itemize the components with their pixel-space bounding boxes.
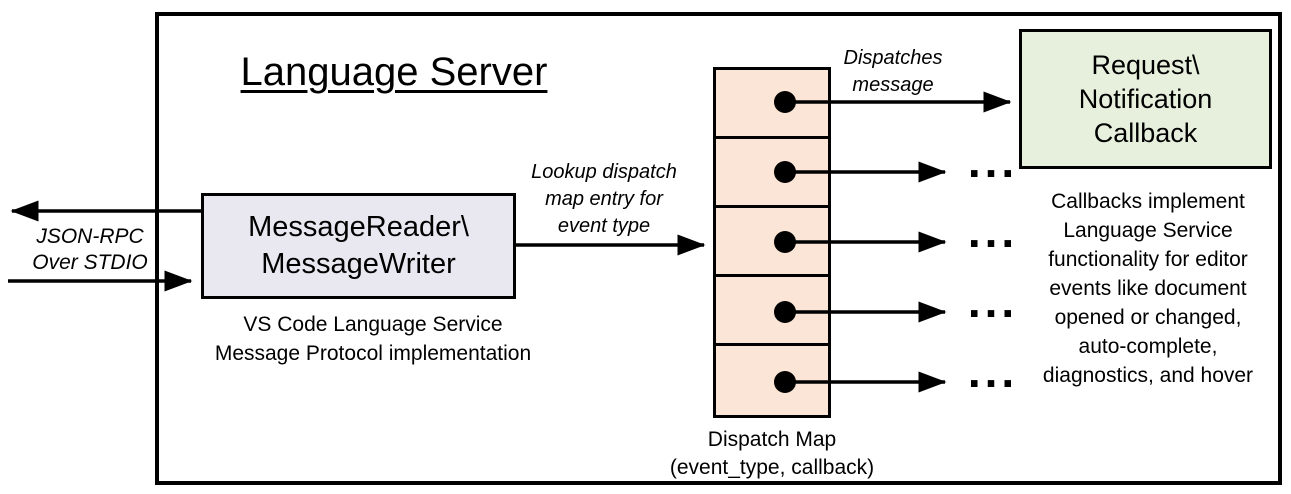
message-box-line1: MessageReader\ [248,211,469,243]
stdio-label-line1: JSON-RPC [36,225,144,248]
dispatch-map-caption: Dispatch Map (event_type, callback) [652,426,892,482]
callbacks-note-line1: Callbacks implement [1051,190,1245,213]
stdio-label: JSON-RPC Over STDIO [15,224,165,276]
dispatches-label-line2: message [852,74,934,96]
dispatch-map-cell-4 [716,277,828,346]
callback-box-line3: Callback [1093,118,1198,148]
callbacks-note-line3: functionality for editor [1048,248,1248,271]
message-box-caption-line2: Message Protocol implementation [214,342,532,365]
request-notification-callback-box: Request\ Notification Callback [1019,29,1272,169]
language-server-boundary [155,12,1282,485]
dispatch-map-caption-line2: (event_type, callback) [669,456,875,479]
ellipsis-row-4: ... [967,275,1019,327]
dispatches-label-line1: Dispatches [843,47,943,69]
lookup-label-line2: map entry for [545,188,663,210]
callbacks-note: Callbacks implement Language Service fun… [1014,187,1282,390]
dispatch-map-cell-2 [716,139,828,208]
callbacks-note-line7: diagnostics, and hover [1042,364,1254,387]
dispatch-map-cell-5 [716,346,828,415]
lookup-label-line3: event type [557,215,651,237]
stdio-label-line2: Over STDIO [32,251,148,274]
message-reader-writer-box: MessageReader\ MessageWriter [201,193,516,299]
lookup-label-line1: Lookup dispatch [531,161,677,183]
dispatch-map-cell-1 [716,70,828,139]
callback-box-line1: Request\ [1091,50,1200,80]
message-box-caption: VS Code Language Service Message Protoco… [208,310,538,368]
dispatch-map [713,67,831,418]
dispatches-label: Dispatches message [813,45,973,99]
lookup-label: Lookup dispatch map entry for event type [514,159,694,240]
callbacks-note-line2: Language Service [1063,219,1233,242]
dispatch-map-cell-3 [716,208,828,277]
message-box-line2: MessageWriter [261,248,456,280]
callback-box-line2: Notification [1078,84,1213,114]
ellipsis-row-5: ... [967,345,1019,397]
ellipsis-row-2: ... [967,135,1019,187]
ellipsis-row-3: ... [967,205,1019,257]
callbacks-note-line5: opened or changed, [1054,306,1242,329]
message-box-caption-line1: VS Code Language Service [243,313,503,336]
callbacks-note-line6: auto-complete, [1078,335,1218,358]
dispatch-map-caption-line1: Dispatch Map [707,428,837,451]
diagram-title: Language Server [240,50,548,94]
callbacks-note-line4: events like document [1049,277,1247,300]
